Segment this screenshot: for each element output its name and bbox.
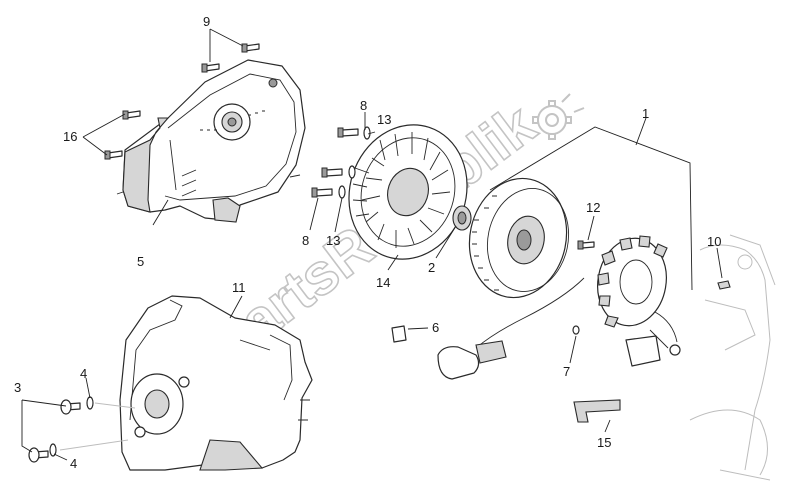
callout-7: 7 xyxy=(563,364,570,379)
part-2-spacer xyxy=(452,205,472,231)
callout-5: 5 xyxy=(137,254,144,269)
callout-12: 12 xyxy=(586,200,600,215)
callout-labels: 1 2 3 4 4 5 6 7 8 8 9 10 11 12 13 13 14 … xyxy=(14,14,721,471)
callout-4-lower: 4 xyxy=(70,456,77,471)
callout-13-upper: 13 xyxy=(377,112,391,127)
part-16-bolts xyxy=(104,110,141,160)
part-12-screw xyxy=(577,240,595,250)
callout-13-lower: 13 xyxy=(326,233,340,248)
part-5-cover xyxy=(116,59,306,223)
part-1-stator xyxy=(475,235,681,367)
part-15-bracket xyxy=(573,399,621,423)
callout-8-lower: 8 xyxy=(302,233,309,248)
background-engine-outline xyxy=(689,234,776,481)
connector-plug xyxy=(437,340,507,380)
part-4-washers xyxy=(49,396,94,457)
part-3-bolts xyxy=(28,399,81,463)
part-13-washers xyxy=(338,126,371,199)
callout-15: 15 xyxy=(597,435,611,450)
part-6-clip xyxy=(391,325,407,343)
callout-1: 1 xyxy=(642,106,649,121)
part-1-flywheel xyxy=(468,177,570,299)
callout-14: 14 xyxy=(376,275,390,290)
part-14-fan xyxy=(348,124,468,260)
leader-lines xyxy=(21,28,723,461)
callout-2: 2 xyxy=(428,260,435,275)
callout-16: 16 xyxy=(63,129,77,144)
callout-8-upper: 8 xyxy=(360,98,367,113)
callout-10: 10 xyxy=(707,234,721,249)
watermark-gear-icon xyxy=(532,93,585,140)
part-10-key xyxy=(717,280,731,290)
callout-4-upper: 4 xyxy=(80,366,87,381)
part-7-screw xyxy=(572,325,580,335)
part-11-lower-cover xyxy=(119,295,313,471)
callout-9: 9 xyxy=(203,14,210,29)
callout-11: 11 xyxy=(232,280,246,295)
callout-3: 3 xyxy=(14,380,21,395)
part-8-bolts xyxy=(311,127,359,198)
callout-6: 6 xyxy=(432,320,439,335)
part-9-bolts xyxy=(201,43,260,73)
